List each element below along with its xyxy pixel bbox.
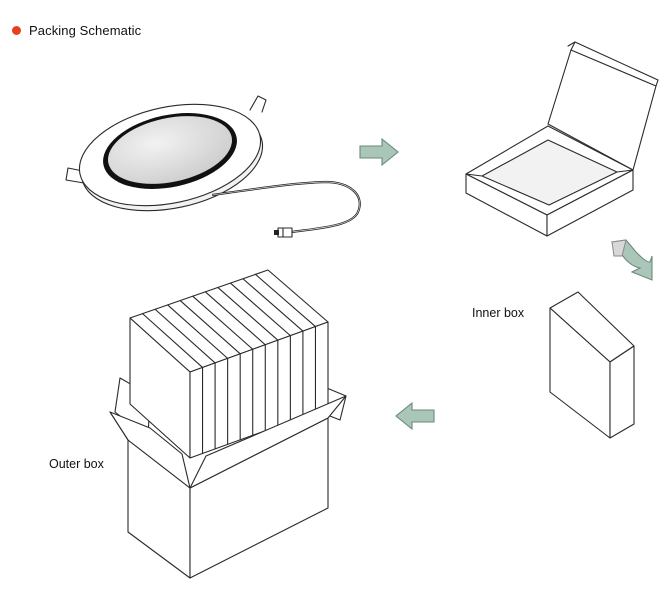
arrow-curved-down-icon [610,239,653,281]
inner-box-top-divider [229,282,291,337]
bullet-dot-icon [12,26,21,35]
gift-box-open-icon [465,41,659,237]
inner-box-top-divider [192,295,254,350]
inner-box-label: Inner box [472,306,525,320]
inner-box-top-divider [254,273,317,328]
inner-box-top-divider [204,291,266,346]
outer-box-icon [109,269,347,579]
inner-box-top-divider [154,308,216,364]
inner-box-top-divider [217,286,279,341]
arrow-left-icon [395,401,435,431]
inner-box-top-divider [242,278,304,332]
page-title: Packing Schematic [29,23,142,38]
inner-box-top-divider [141,313,204,369]
arrow-right-icon [359,137,399,167]
header: Packing Schematic [12,23,141,38]
inner-box-top-divider [179,299,241,355]
inner-box-top-divider [167,304,229,359]
inner-box-icon [549,291,635,439]
outer-box-label: Outer box [49,457,104,471]
led-panel-light-icon [65,95,361,238]
